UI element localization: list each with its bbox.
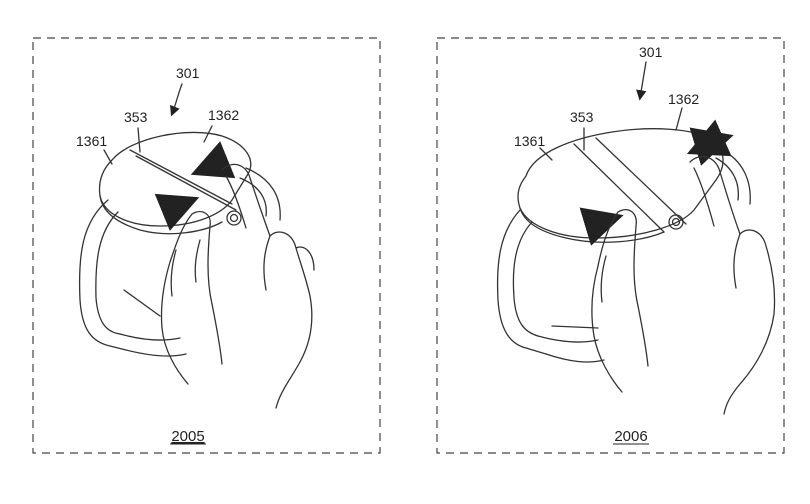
leader-353: [137, 127, 141, 153]
panel-frame: [436, 37, 785, 454]
leader-301: [170, 83, 183, 117]
seam-line: [573, 143, 665, 233]
ref-left-part: 1361: [514, 133, 545, 149]
right-hand: [221, 163, 315, 409]
watch-band: [496, 149, 751, 363]
ref-device: 301: [639, 44, 663, 60]
panel-frame: [32, 37, 381, 454]
slide-arrow-left-part: [579, 207, 624, 246]
figure-label: 2005: [171, 428, 204, 445]
panel-2005: 301 353 1361 1362 2005: [32, 37, 381, 454]
left-hand: [160, 211, 223, 385]
leader-1361: [539, 147, 553, 161]
slide-arrow-right-part: [190, 141, 236, 179]
ref-right-part: 1362: [208, 107, 239, 123]
left-hand: [591, 209, 649, 393]
leader-1362: [203, 125, 213, 143]
slide-arrow-right-part-return: [686, 119, 732, 157]
watch-body: [98, 131, 252, 235]
crown-button: [668, 214, 684, 230]
figure-label: 2006: [614, 428, 647, 445]
leader-301: [636, 61, 647, 101]
right-hand: [689, 155, 776, 415]
leader-1362: [675, 107, 683, 131]
slide-arrow-left-part: [154, 193, 200, 231]
watch-body: [517, 128, 724, 243]
leader-1361: [103, 149, 113, 165]
ref-right-part: 1362: [668, 91, 699, 107]
ref-seam: 353: [570, 109, 594, 125]
ref-seam: 353: [124, 109, 148, 125]
ref-left-part: 1361: [76, 133, 107, 149]
crown-button: [226, 210, 242, 226]
seam-line: [129, 149, 233, 205]
ref-device: 301: [176, 65, 200, 81]
panel-2006: 301 353 1361 1362 2006: [436, 37, 785, 454]
watch-band: [78, 167, 281, 357]
